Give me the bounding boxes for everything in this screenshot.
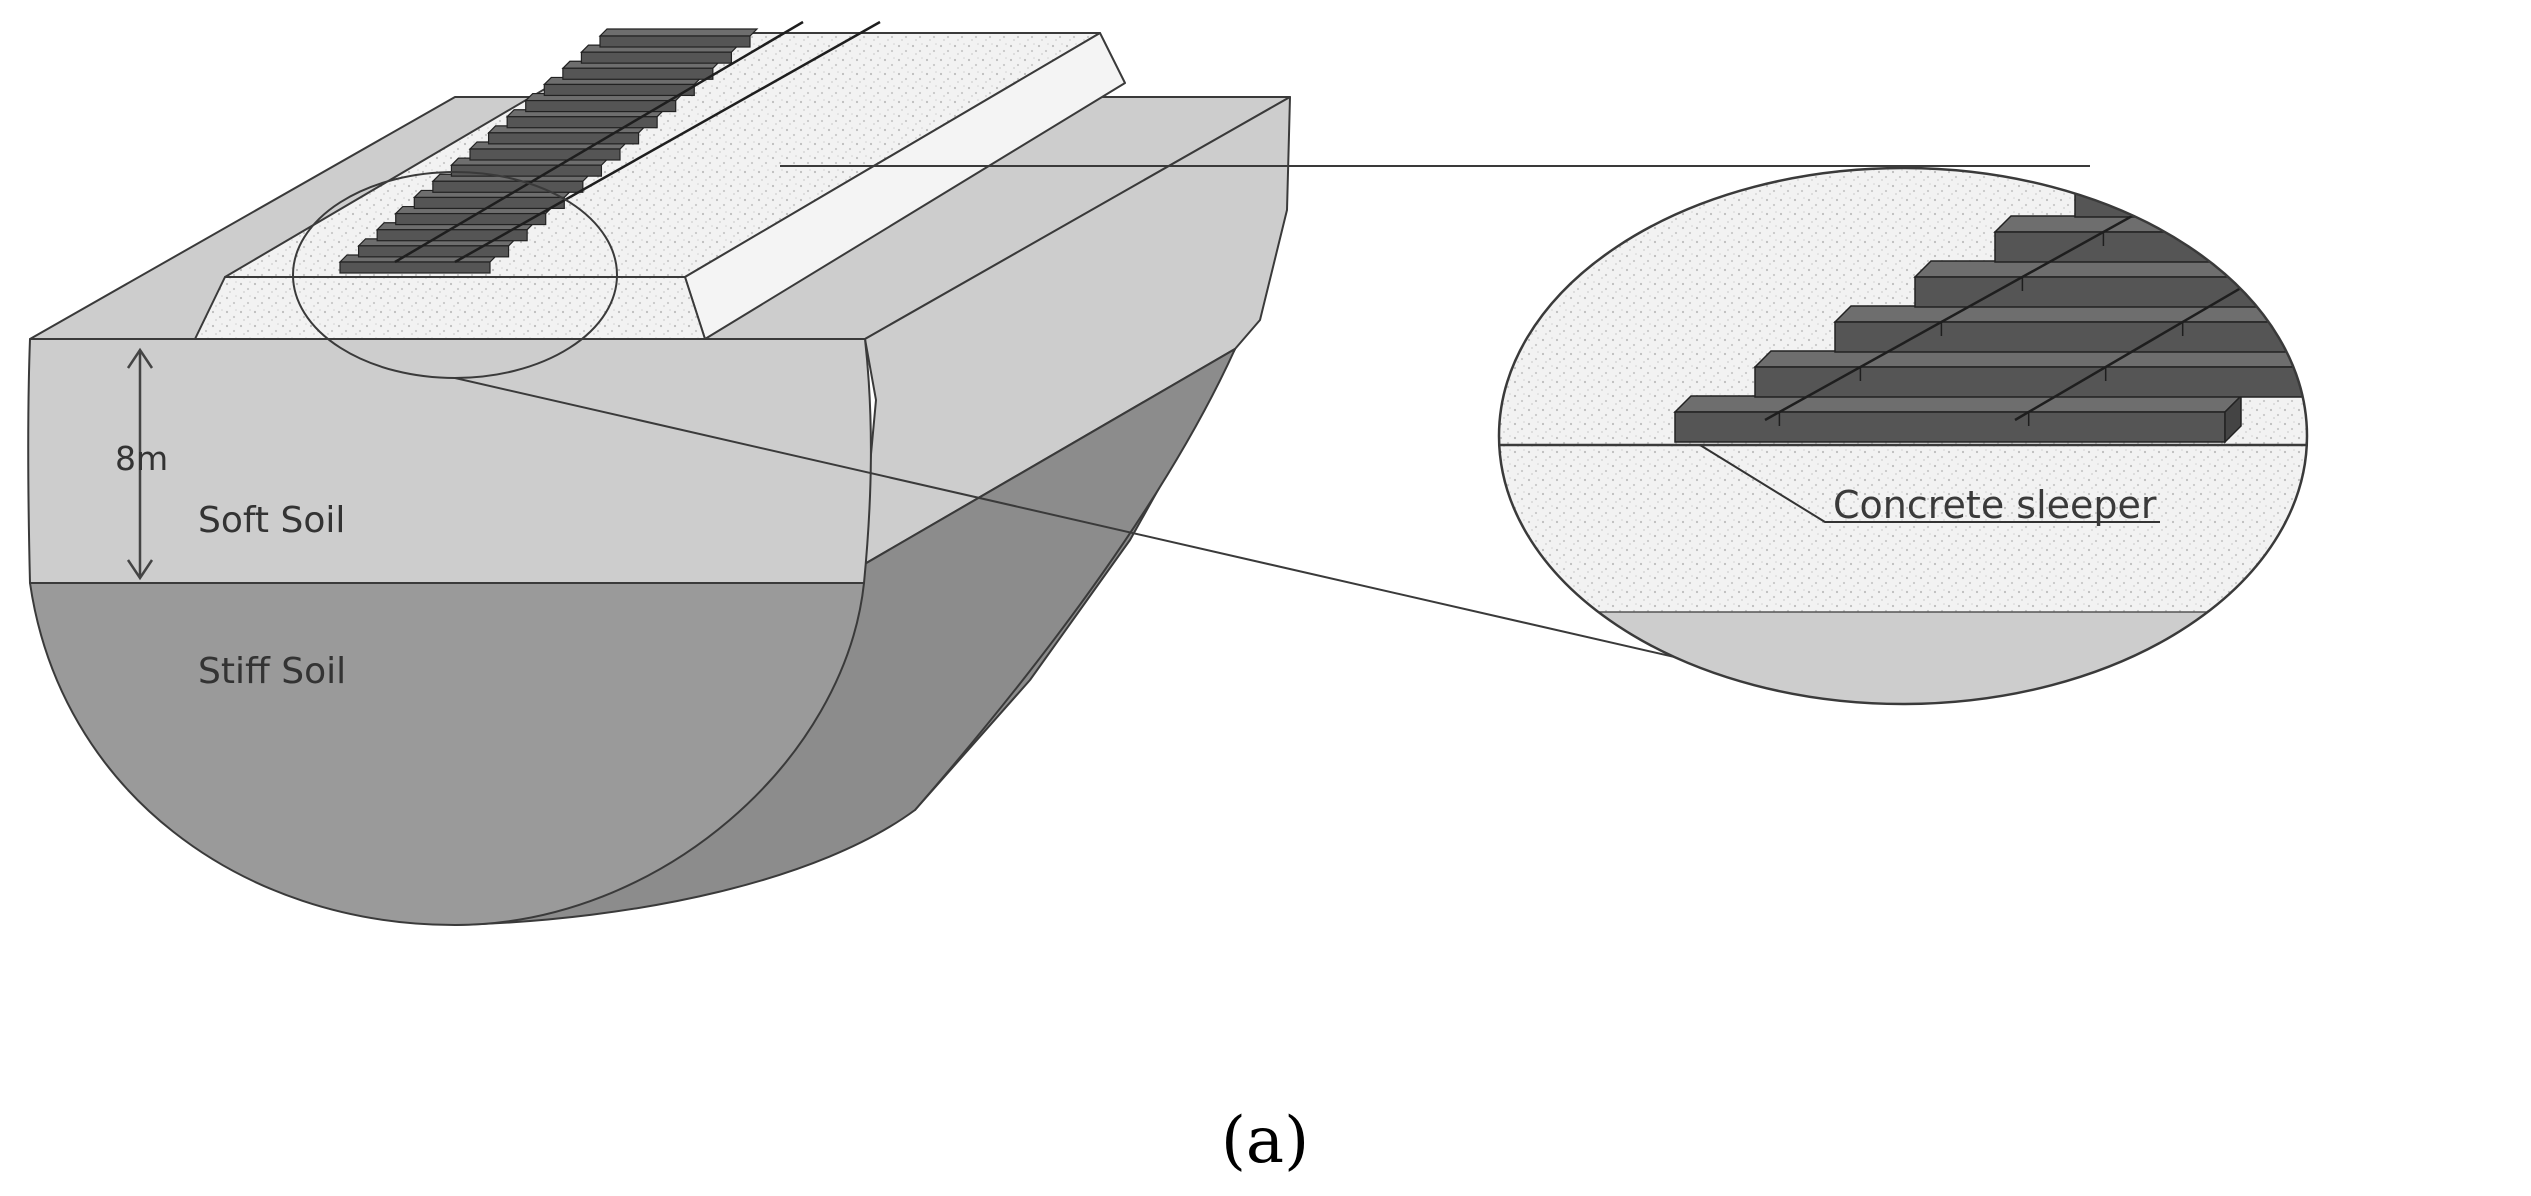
embankment-front (194, 276, 706, 340)
zoom-rail (2014, 193, 2307, 422)
figure-caption: (a) (1221, 1104, 1309, 1178)
front-stiff-soil (29, 582, 865, 926)
zoom-sleeper (1833, 305, 2307, 353)
zoom-sleeper (1913, 260, 2307, 308)
rail (394, 20, 804, 264)
concrete-sleeper-label: Concrete sleeper (1833, 483, 2157, 527)
railway-track (338, 20, 881, 274)
sleeper (561, 60, 722, 80)
zoom-guide-lines (454, 165, 2090, 681)
zoom-detail (1497, 166, 2309, 706)
sleeper (524, 92, 685, 113)
sleeper (338, 254, 499, 274)
sleeper (542, 76, 703, 97)
sleeper (431, 173, 592, 193)
sleeper (579, 44, 740, 64)
soft-soil-label: Soft Soil (198, 500, 345, 541)
sleeper (598, 28, 759, 48)
sleeper (468, 141, 629, 161)
depth-label: 8m (115, 439, 168, 478)
zoom-sleeper (2154, 168, 2307, 173)
zoom-sleeper (1993, 215, 2307, 263)
zoom-ellipse (1497, 166, 2309, 706)
zoom-sleeper (1673, 394, 2243, 444)
zoom-sleeper (2073, 170, 2307, 218)
sleeper-leader-line (1699, 444, 2160, 523)
zoom-sleeper (1753, 349, 2307, 399)
stiff-soil-label: Stiff Soil (198, 651, 346, 692)
rail (454, 20, 881, 264)
depth-dimension (126, 347, 154, 581)
